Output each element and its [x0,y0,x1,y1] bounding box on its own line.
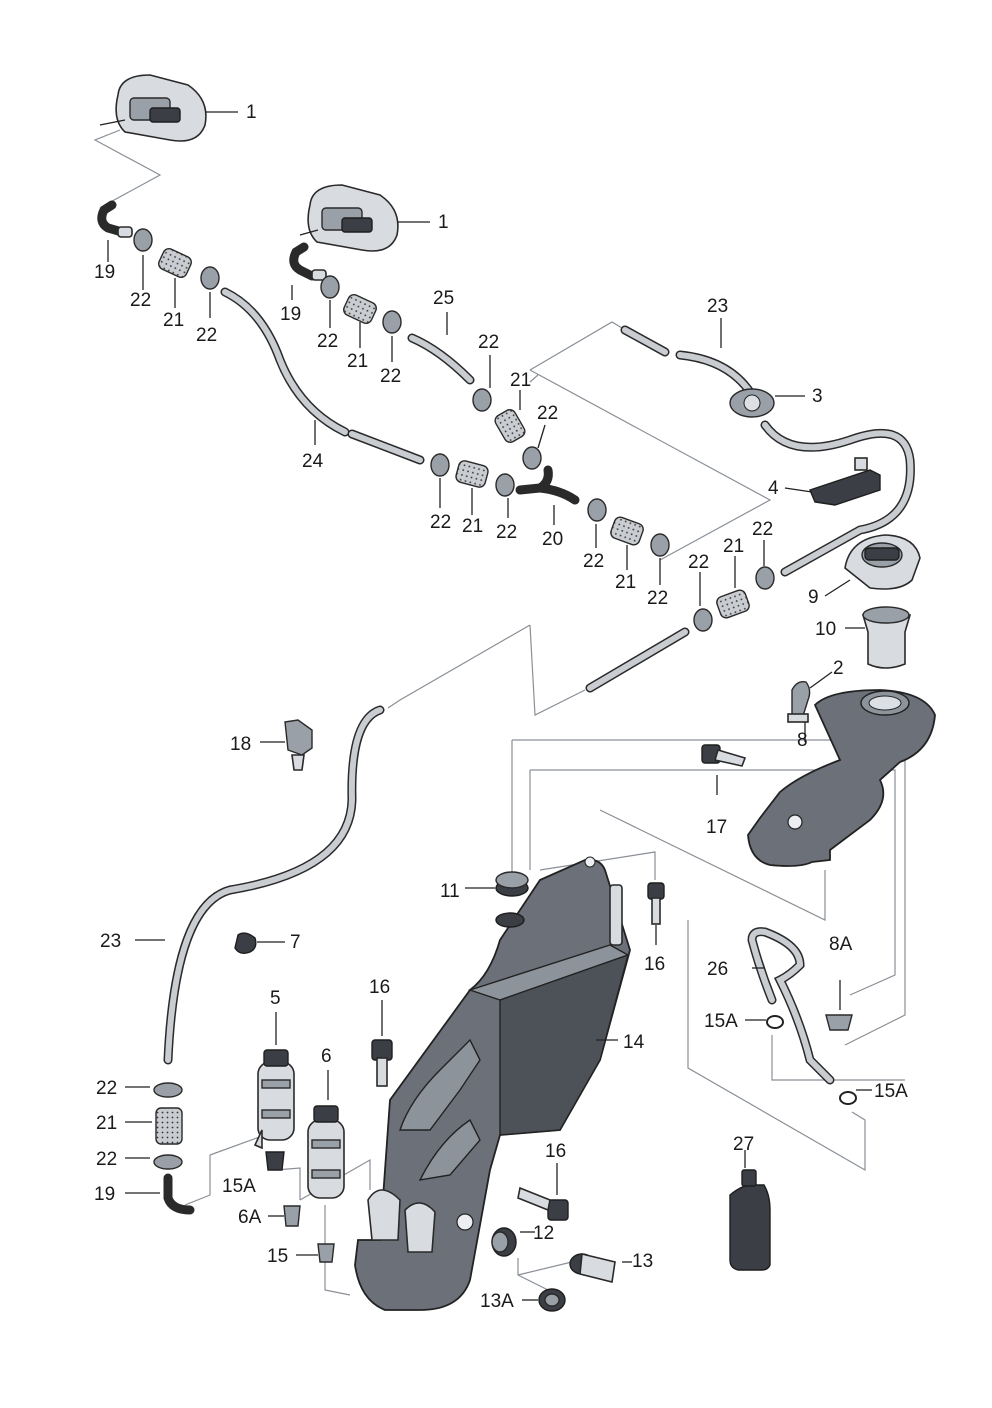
label-22-j: 22 [647,588,668,609]
label-9: 9 [808,587,819,608]
label-22-h: 22 [496,522,517,543]
label-4: 4 [768,478,779,499]
label-12: 12 [533,1223,554,1244]
clip-8A [825,980,853,1031]
label-5: 5 [270,988,281,1009]
label-22-a: 22 [130,290,151,311]
nut-2 [787,671,833,723]
hose-chain-lower-left [125,1082,195,1215]
label-7: 7 [290,932,301,953]
label-19-a: 19 [94,262,115,283]
spray-nozzle-1-upper [99,74,238,142]
label-19-c: 19 [94,1184,115,1205]
fluid-bottle-27 [729,1150,771,1271]
label-13A: 13A [480,1291,514,1312]
grommet-12 [491,1227,535,1257]
label-22-b: 22 [196,325,217,346]
label-22-g: 22 [430,512,451,533]
label-22-d: 22 [380,366,401,387]
reservoir-upper-8 [747,689,936,867]
label-21-c: 21 [510,370,531,391]
label-16-center: 16 [369,977,390,998]
hose-chain-lower-right [585,566,775,693]
label-20: 20 [542,529,563,550]
label-21-a: 21 [163,310,184,331]
label-24: 24 [302,451,324,472]
label-26: 26 [707,959,728,980]
label-22-c: 22 [317,331,338,352]
leader-lines [107,240,765,606]
label-22-f: 22 [537,403,558,424]
label-22-i: 22 [583,551,604,572]
label-15A-right-a: 15A [704,1011,738,1032]
washer-reservoir-14 [354,856,631,1311]
label-8: 8 [797,730,808,751]
label-23-top: 23 [707,296,728,317]
spray-nozzle-1-lower [299,184,430,252]
label-8A: 8A [829,934,853,955]
label-21-f: 21 [723,536,744,557]
label-14: 14 [623,1032,645,1053]
filler-cap-9 [824,534,921,597]
label-1-lower: 1 [438,212,449,233]
label-6A: 6A [238,1207,262,1228]
label-21-b: 21 [347,351,368,372]
clip-18 [260,719,313,771]
seal-13A [522,1288,566,1312]
level-sensor-13 [569,1253,632,1283]
hose-23-long [135,705,385,1065]
bolt-16-lower [517,1163,569,1221]
label-25: 25 [433,288,454,309]
label-21-e: 21 [615,572,636,593]
grommet-6A [268,1205,301,1227]
hose-chain-right [620,325,915,577]
label-10: 10 [815,619,836,640]
label-27: 27 [733,1134,754,1155]
hose-chain-middle [289,242,475,385]
washer-pump-6 [307,1070,345,1199]
washer-pump-5 [253,1012,295,1150]
label-13: 13 [632,1251,653,1272]
grommet-15 [296,1243,335,1263]
label-17: 17 [706,817,727,838]
label-11: 11 [440,881,460,902]
grommet-11 [465,871,529,928]
filler-neck-10 [845,606,912,669]
label-18: 18 [230,734,251,755]
label-21-g: 21 [96,1113,117,1134]
part-number-labels: 1 1 19 22 21 22 19 22 21 22 25 22 21 22 … [94,102,908,1312]
seal-15A-right [745,1015,872,1105]
label-22-k: 22 [688,552,709,573]
bolt-16-right [647,882,665,945]
label-15A-right-b: 15A [874,1081,908,1102]
grommet-15A-left [265,1151,285,1171]
label-19-b: 19 [280,304,301,325]
label-23-left: 23 [100,931,121,952]
bolt-17 [701,744,747,795]
label-15: 15 [267,1246,288,1267]
clip-7 [234,932,285,955]
label-15A-left: 15A [222,1176,256,1197]
label-22-e: 22 [478,332,499,353]
label-16-lower: 16 [545,1141,566,1162]
label-16-right: 16 [644,954,665,975]
label-22-l: 22 [752,519,773,540]
bolt-16-center [371,1000,393,1087]
label-22-m: 22 [96,1078,117,1099]
label-21-d: 21 [462,516,483,537]
hose-chain-center [430,388,670,557]
hose-26 [747,927,835,1085]
label-22-n: 22 [96,1149,117,1170]
label-3: 3 [812,386,823,407]
label-6: 6 [321,1046,332,1067]
label-2: 2 [833,658,844,679]
hose-chain-left [97,200,425,465]
label-1-upper: 1 [246,102,257,123]
